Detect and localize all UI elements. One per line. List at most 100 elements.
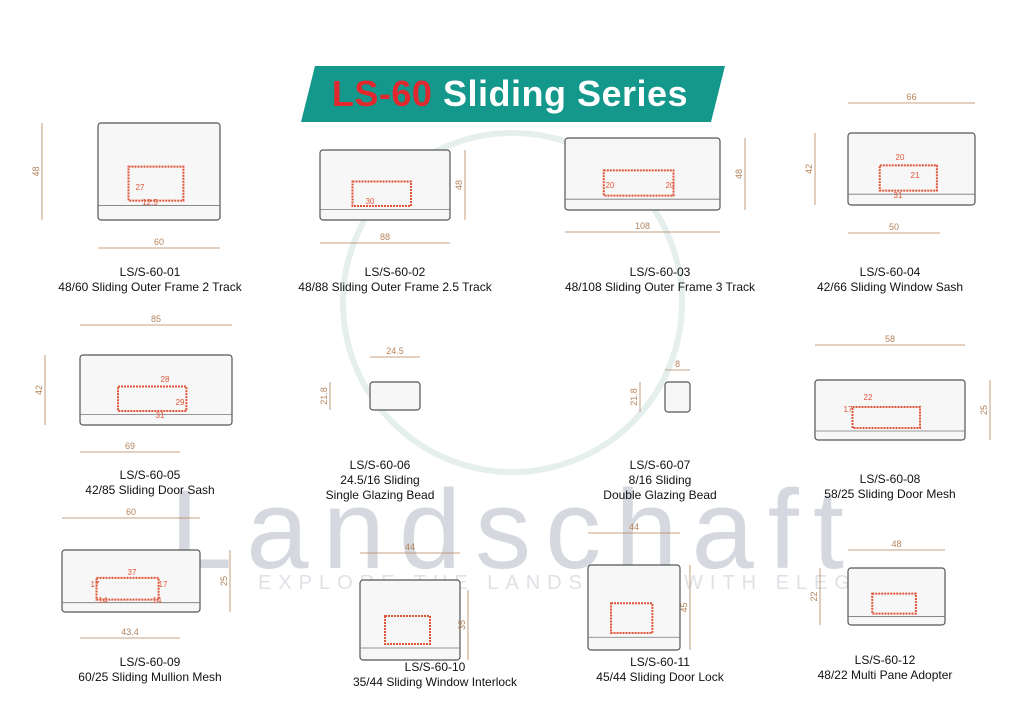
- dimension-label: 43.4: [121, 627, 139, 637]
- dimension-label: 88: [380, 232, 390, 242]
- product-description: 8/16 Sliding: [628, 473, 692, 487]
- product-code: LS/S-60-04: [859, 265, 921, 279]
- product-description: 48/22 Multi Pane Adopter: [817, 668, 953, 682]
- dimension-label: 8: [675, 359, 680, 369]
- product-description: 58/25 Sliding Door Mesh: [824, 487, 956, 501]
- steel-reinforcement: [117, 385, 188, 412]
- dimension-label: 30: [366, 197, 375, 206]
- product-code: LS/S-60-07: [629, 458, 691, 472]
- dimension-label: 48: [31, 166, 41, 176]
- steel-reinforcement: [95, 576, 160, 601]
- product-code: LS/S-60-05: [119, 468, 181, 482]
- watermark-logo-circle: [340, 130, 685, 475]
- dimension-label: 35: [457, 620, 467, 630]
- dimension-label: 44: [629, 522, 639, 532]
- dimension-label: 21.8: [319, 387, 329, 405]
- product-code: LS/S-60-03: [629, 265, 691, 279]
- product-description: 60/25 Sliding Mullion Mesh: [78, 670, 222, 684]
- steel-reinforcement: [602, 169, 675, 197]
- dimension-label: 22: [864, 393, 873, 402]
- profile-outline: [847, 567, 946, 626]
- steel-reinforcement: [351, 180, 412, 207]
- product-description: 24.5/16 Sliding: [340, 473, 420, 487]
- watermark-brand: Landschaft: [170, 467, 858, 592]
- product-code: LS/S-60-11: [630, 655, 690, 669]
- product-description: 48/88 Sliding Outer Frame 2.5 Track: [298, 280, 492, 294]
- steel-reinforcement: [851, 406, 921, 429]
- steel-reinforcement: [871, 592, 917, 615]
- dimension-label: 17: [159, 580, 168, 589]
- dimension-label: 25: [219, 576, 229, 586]
- product-description: 35/44 Sliding Window Interlock: [352, 675, 518, 689]
- profile-drawing-4: 66 42 50 21 20 31: [804, 92, 976, 234]
- profile-drawing-1: 60 48 27 12.5: [31, 122, 221, 249]
- product-code: LS/S-60-08: [859, 472, 921, 486]
- product-code: LS/S-60-06: [349, 458, 411, 472]
- profile-outline: [847, 132, 976, 206]
- profile-drawing-6: 24.5 21.8: [319, 346, 421, 411]
- product-description: 42/85 Sliding Door Sash: [85, 483, 215, 497]
- steel-reinforcement: [127, 165, 185, 202]
- product-description: 48/60 Sliding Outer Frame 2 Track: [58, 280, 242, 294]
- dimension-label: 60: [154, 237, 164, 247]
- dimension-label: 31: [894, 191, 903, 200]
- dimension-label: 12.5: [142, 198, 158, 207]
- product-code: LS/S-60-09: [119, 655, 181, 669]
- product-code: LS/S-60-02: [364, 265, 426, 279]
- steel-reinforcement: [878, 164, 938, 192]
- dimension-label: 66: [906, 92, 916, 102]
- product-code: LS/S-60-12: [854, 653, 916, 667]
- dimension-label: 42: [34, 385, 44, 395]
- dimension-label: 42: [804, 164, 814, 174]
- dimension-label: 48: [891, 539, 901, 549]
- dimension-label: 21: [911, 171, 920, 180]
- dimension-label: 14: [153, 596, 162, 605]
- dimension-label: 60: [126, 507, 136, 517]
- dimension-label: 27: [136, 183, 145, 192]
- dimension-label: 50: [889, 222, 899, 232]
- product-description: 45/44 Sliding Door Lock: [596, 670, 724, 684]
- dimension-label: 29: [176, 398, 185, 407]
- dimension-label: 25: [979, 405, 989, 415]
- dimension-label: 48: [734, 169, 744, 179]
- dimension-label: 17: [91, 580, 100, 589]
- dimension-label: 14: [99, 596, 108, 605]
- title-code: LS-60: [331, 73, 433, 114]
- dimension-label: 108: [635, 221, 650, 231]
- dimension-label: 28: [161, 375, 170, 384]
- profile-outline: [79, 354, 233, 426]
- profile-outline: [369, 381, 421, 411]
- dimension-label: 85: [151, 314, 161, 324]
- profile-drawing-9: 60 25 43.4 37 17 17 14 14: [61, 507, 231, 639]
- profile-drawing-7: 821.8: [629, 359, 691, 413]
- dimension-label: 17: [844, 405, 853, 414]
- product-description: Single Glazing Bead: [325, 488, 435, 502]
- profile-drawing-2: 88 48 30: [319, 149, 466, 244]
- dimension-label: 48: [454, 180, 464, 190]
- dimension-label: 20: [896, 153, 905, 162]
- product-description: 48/108 Sliding Outer Frame 3 Track: [564, 280, 756, 294]
- steel-reinforcement: [384, 615, 431, 645]
- steel-reinforcement: [610, 602, 654, 634]
- dimension-label: 24.5: [386, 346, 404, 356]
- profile-outline: [61, 549, 201, 613]
- dimension-label: 37: [128, 568, 137, 577]
- title-text: Sliding Series: [442, 73, 689, 114]
